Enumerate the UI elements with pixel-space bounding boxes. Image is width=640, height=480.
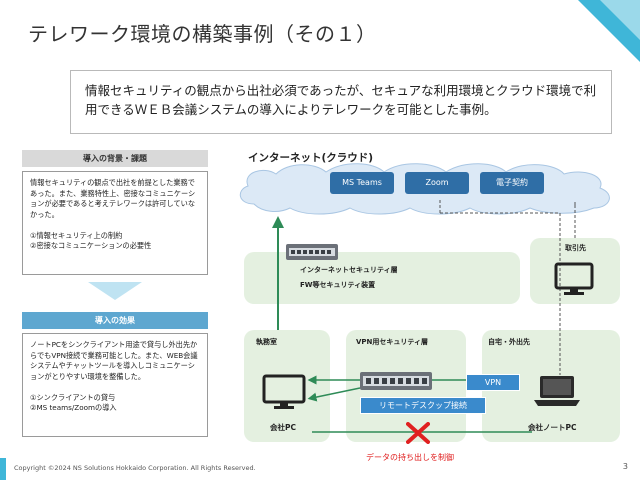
footer-accent [0,458,6,480]
down-arrow-icon [88,282,142,300]
firewall-device-icon [286,244,338,260]
effect-header: 導入の効果 [22,312,208,329]
vpn-zone-label: VPN用セキュリティ層 [356,338,428,346]
block-label: データの持ち出しを制御 [366,453,454,462]
office-zone [244,330,330,442]
security-zone [244,252,520,304]
intro-box: 情報セキュリティの観点から出社必須であったが、セキュアな利用環境とクラウド環境で… [70,70,612,134]
service-ms-teams: MS Teams [330,172,394,194]
client-monitor-icon [554,262,594,295]
copyright-text: Copyright ©2024 NS Solutions Hokkaido Co… [14,464,256,472]
home-zone-label: 自宅・外出先 [488,338,530,346]
client-zone-label: 取引先 [565,244,586,252]
vpn-device-icon [360,372,432,390]
company-laptop-icon [534,376,580,406]
company-pc-label: 会社PC [270,423,297,432]
page-title: テレワーク環境の構築事例（その１） [28,22,377,46]
corner-decoration-light [600,0,640,40]
block-x-icon [406,422,430,444]
vpn-label: VPN [466,374,520,391]
company-laptop-label: 会社ノートPC [528,423,577,432]
service-zoom: Zoom [405,172,469,194]
service-e-contract: 電子契約 [480,172,544,194]
background-header: 導入の背景・課題 [22,150,208,167]
page-number: 3 [622,462,628,471]
effect-body: ノートPCをシンクライアント用途で貸与し外出先からでもVPN接続で業務可能とした… [22,333,208,437]
remote-desktop-label: リモートデスクップ接続 [360,397,486,414]
cloud-label: インターネット(クラウド) [248,152,374,164]
company-pc-icon [262,374,306,409]
security-zone-sublabel: FW等セキュリティ装置 [300,281,376,289]
background-body: 情報セキュリティの観点で出社を前提とした業務であった。また、業務特性上、密接なコ… [22,171,208,275]
office-zone-label: 執務室 [256,338,277,346]
security-zone-label: インターネットセキュリティ層 [300,266,398,274]
